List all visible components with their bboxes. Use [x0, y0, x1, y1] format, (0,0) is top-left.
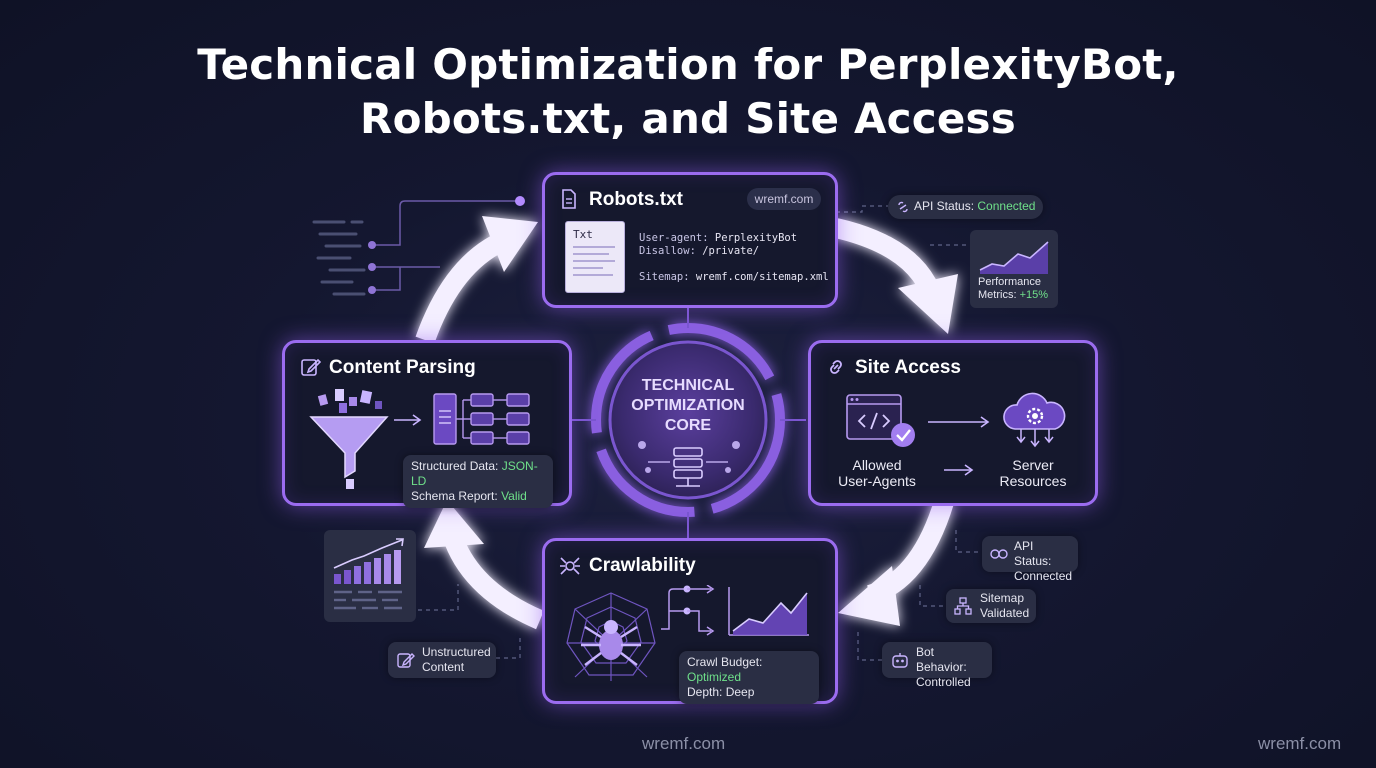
code-key-user-agent: User-agent:: [639, 232, 709, 244]
sitemap-line-2: Validated: [980, 606, 1030, 620]
core-label-line-3: CORE: [665, 417, 712, 434]
core-label-line-1: TECHNICAL: [642, 377, 735, 394]
core-hub: TECHNICAL OPTIMIZATION CORE: [570, 305, 806, 540]
api-status-right-chip: API Status: Connected: [982, 536, 1078, 583]
robot-icon: [892, 653, 908, 668]
bot-behavior-line-2: Controlled: [916, 675, 971, 689]
document-icon: [562, 189, 576, 209]
area-chart-icon: [979, 241, 1049, 274]
arrow-crawlability-to-content-parsing: [442, 531, 545, 630]
txt-file-label: Txt: [573, 228, 593, 241]
unstructured-line-2: Content: [422, 660, 465, 674]
robots-txt-card: Robots.txt wremf.com Txt User-agent: Per…: [542, 172, 838, 308]
edit-icon: [397, 653, 415, 668]
core-label-line-2: OPTIMIZATION: [631, 397, 744, 414]
arrow-right-icon: [928, 416, 990, 428]
server-line-1: Server: [1012, 457, 1054, 473]
allowed-line-2: User-Agents: [838, 473, 916, 489]
connector-node: [368, 241, 376, 249]
code-window-icon: [846, 394, 915, 447]
robots-txt-title: Robots.txt: [589, 189, 683, 210]
performance-metrics-chip: Performance Metrics: +15%: [970, 230, 1058, 308]
content-parsing-title: Content Parsing: [329, 357, 476, 378]
spider-web-illustration: [566, 592, 656, 681]
api-status-right-line-1: API Status:: [1014, 539, 1052, 568]
api-status-top-value: Connected: [977, 199, 1036, 213]
decorative-code-lines: [312, 220, 366, 296]
code-value-disallow: /private/: [702, 245, 760, 257]
site-access-title: Site Access: [855, 357, 961, 378]
crawlability-title: Crawlability: [589, 555, 696, 576]
performance-line-1: Performance: [978, 276, 1041, 288]
link-icon: [898, 201, 908, 213]
structured-data-value: JSON-LD: [411, 459, 538, 488]
cloud-gear-icon: [1003, 392, 1066, 448]
robots-code: User-agent: PerplexityBot Disallow: /pri…: [639, 232, 829, 284]
sitemap-line-1: Sitemap: [980, 591, 1025, 605]
cycle-arrows: [415, 216, 958, 630]
code-value-sitemap: wremf.com/sitemap.xml: [695, 271, 829, 283]
connector-node: [368, 286, 376, 294]
arrow-right-icon: [944, 464, 974, 476]
bar-chart-chip: [324, 530, 416, 622]
crawl-budget-key: Crawl Budget:: [687, 655, 763, 669]
connector-node: [368, 263, 376, 271]
domain-badge: wremf.com: [747, 188, 821, 210]
arrow-robots-to-site-access: [833, 218, 940, 295]
crawl-path-lines: [661, 585, 715, 636]
txt-file-illustration: Txt: [565, 221, 625, 293]
unstructured-content-chip: Unstructured Content: [388, 642, 496, 678]
page-title-line-1: Technical Optimization for PerplexityBot…: [197, 40, 1179, 89]
structured-data-key: Structured Data:: [411, 459, 499, 473]
link-icon: [830, 360, 842, 374]
spider-icon: [560, 557, 580, 575]
area-chart-icon: [728, 587, 809, 636]
content-parsing-card: Content Parsing Structured Data: JSON-LD: [282, 340, 572, 508]
link-icon: [990, 549, 1008, 559]
edit-icon: [301, 358, 321, 376]
bot-behavior-chip: Bot Behavior: Controlled: [882, 642, 992, 689]
schema-report-key: Schema Report:: [411, 489, 498, 503]
funnel-icon: [309, 389, 389, 489]
page-title-line-2: Robots.txt, and Site Access: [360, 94, 1016, 143]
dashed-connectors: [418, 205, 982, 661]
crawl-budget-value: Optimized: [687, 670, 742, 684]
chart-icon: [333, 538, 404, 610]
server-line-2: Resources: [999, 473, 1067, 489]
allowed-line-1: Allowed: [852, 457, 902, 473]
crawlability-card: Crawlability Crawl Budget: Optimized Dep…: [542, 538, 838, 704]
depth-key: Depth:: [687, 685, 723, 699]
bot-behavior-line-1: Bot Behavior:: [916, 645, 967, 674]
api-status-top-chip: API Status: Connected: [888, 195, 1044, 219]
arrow-right-icon: [394, 414, 422, 426]
code-value-user-agent: PerplexityBot: [714, 232, 798, 244]
site-access-card: Site Access Allowed User-Agents Server R…: [808, 340, 1098, 506]
sitemap-icon: [954, 597, 972, 615]
depth-value: Deep: [725, 685, 755, 699]
api-status-top-label: API Status:: [914, 199, 975, 213]
allowed-user-agents-label: Allowed User-Agents: [825, 457, 929, 489]
server-resources-label: Server Resources: [983, 457, 1083, 489]
unstructured-line-1: Unstructured: [422, 645, 491, 659]
performance-value: +15%: [1019, 289, 1049, 301]
connector-node: [515, 196, 525, 206]
watermark-corner: wremf.com: [1258, 734, 1342, 753]
code-key-disallow: Disallow:: [639, 245, 696, 257]
arrow-content-parsing-to-robots: [415, 236, 501, 344]
api-status-right-line-2: Connected: [1014, 569, 1073, 583]
structured-data-tree: [433, 393, 530, 445]
performance-line-2: Metrics:: [978, 289, 1017, 301]
connector-lines-top-left: [372, 200, 520, 291]
watermark-center: wremf.com: [642, 734, 726, 753]
schema-report-value: Valid: [501, 489, 527, 503]
crawl-budget-badge: Crawl Budget: Optimized Depth: Deep: [679, 651, 819, 704]
sitemap-validated-chip: Sitemap Validated: [946, 589, 1036, 623]
server-icon: [638, 441, 740, 487]
structured-data-badge: Structured Data: JSON-LD Schema Report: …: [403, 455, 553, 508]
code-key-sitemap: Sitemap:: [639, 271, 690, 283]
